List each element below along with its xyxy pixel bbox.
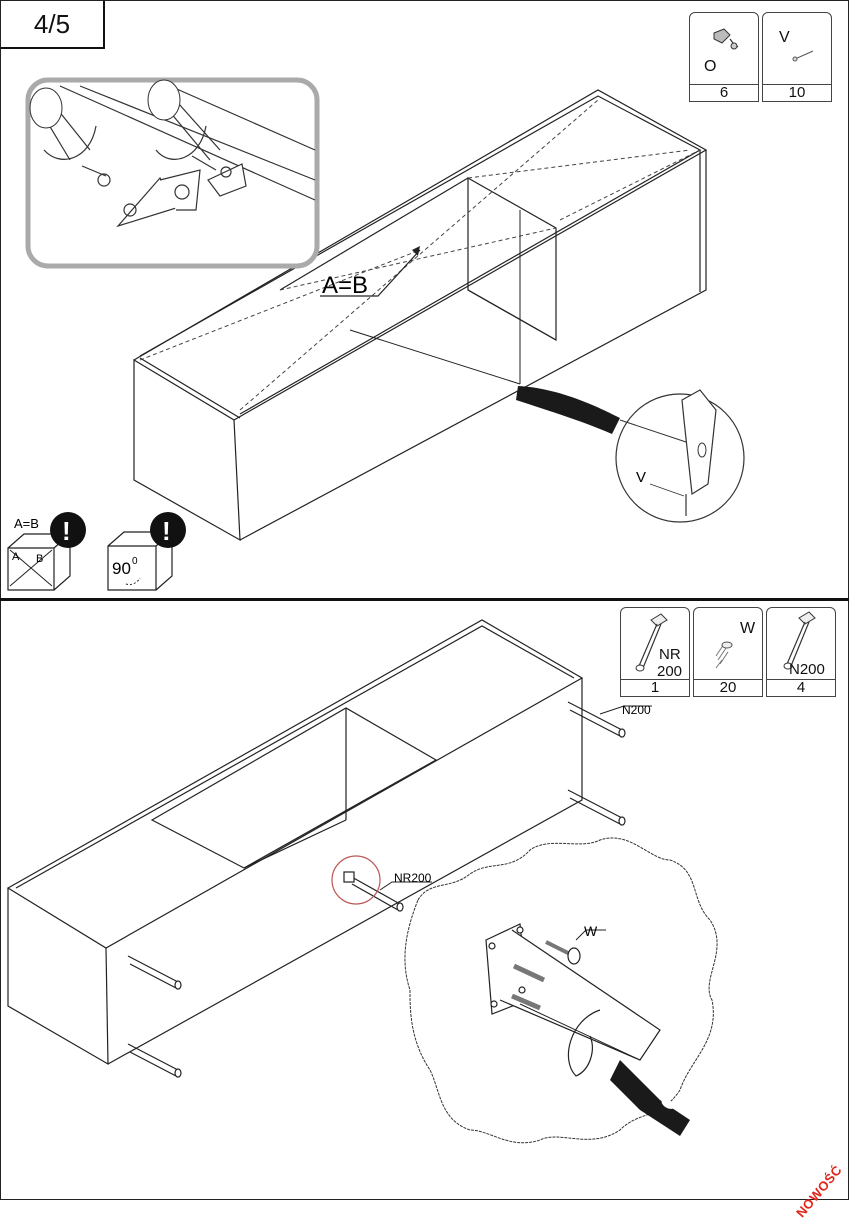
diagonal-measure-lines <box>139 99 701 411</box>
step-indicator: 4/5 <box>1 1 105 49</box>
top-illustration: A=B V A=B A B ! 90 0 <box>7 77 745 591</box>
rotation-arrow-icon <box>567 1009 601 1077</box>
nail-label: V <box>636 469 646 486</box>
screwdriver-icon <box>610 1060 690 1136</box>
leg-n200-label: N200 <box>622 703 651 717</box>
wall-plug-screw-icon <box>715 641 733 669</box>
svg-text:!: ! <box>62 516 71 546</box>
screw-w-label: W <box>584 923 598 939</box>
svg-text:90: 90 <box>112 559 131 578</box>
part-w: W 20 <box>693 607 763 697</box>
nail-icon <box>792 50 814 62</box>
cabinet-upside-down <box>6 619 584 1066</box>
leg-nr200-label: NR200 <box>394 871 432 885</box>
svg-text:A: A <box>12 551 20 563</box>
svg-text:!: ! <box>162 516 171 546</box>
cabinet-legs <box>127 701 626 1078</box>
svg-text:A=B: A=B <box>14 516 39 531</box>
cabinet-open-box <box>133 89 708 542</box>
parts-table-top: O 6 V 10 <box>689 12 832 102</box>
corner-bracket-icon <box>713 28 739 50</box>
part-nr200: NR 200 1 <box>620 607 690 697</box>
leg-nr200-icon <box>635 613 668 672</box>
part-n200: N200 4 <box>766 607 836 697</box>
part-o: O 6 <box>689 12 759 102</box>
svg-text:0: 0 <box>132 556 138 567</box>
bracket-detail-inset <box>25 77 320 269</box>
part-v: V 10 <box>762 12 832 102</box>
parts-table-bottom: NR 200 1 W 20 N200 4 <box>620 607 836 697</box>
hammer-handle-icon <box>516 386 620 434</box>
hammer-head-icon <box>681 389 717 496</box>
svg-text:B: B <box>36 553 43 565</box>
leg-n200-icon <box>783 611 816 670</box>
section-divider <box>0 598 849 601</box>
equal-diagonal-label: A=B <box>322 272 368 299</box>
equal-diagonal-leader <box>320 249 421 297</box>
leg-mounting-detail <box>485 923 661 1061</box>
right-angle-warning-icon: 90 0 ! <box>107 512 186 591</box>
diagonal-warning-icon: A=B A B ! <box>7 512 86 591</box>
leg-nr200-highlight <box>331 855 381 905</box>
